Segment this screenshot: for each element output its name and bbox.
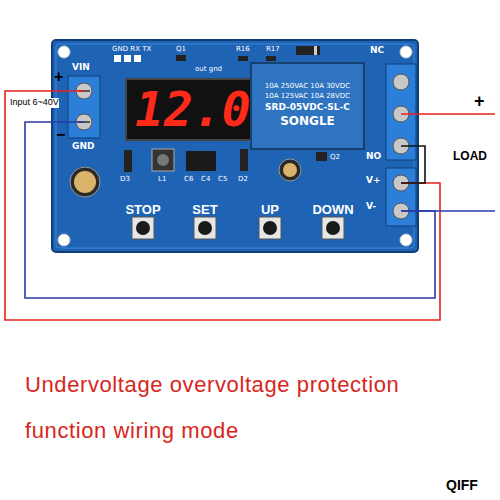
polarity-sign: +	[474, 92, 485, 112]
output-terminal-block	[386, 168, 416, 226]
pin-label: out gnd	[195, 66, 222, 74]
terminal-label: NO	[366, 152, 381, 162]
part-label: C4	[201, 176, 210, 184]
blue-wire	[25, 122, 435, 298]
part-label: Q2	[330, 154, 340, 162]
mounting-hole	[400, 46, 412, 58]
caption: Undervoltage overvoltage protection func…	[25, 362, 470, 454]
part-label: D2	[238, 176, 248, 184]
relay-rating: 10A 125VAC 10A 28VDC	[265, 92, 350, 101]
part-label: D3	[120, 176, 130, 184]
push-buttons	[132, 217, 344, 239]
mounting-hole	[58, 234, 70, 246]
diode-d2	[240, 149, 248, 171]
button-base	[322, 217, 344, 239]
led-display: 12.0	[125, 78, 261, 141]
terminal-screw	[393, 74, 409, 90]
button-cap	[198, 221, 212, 235]
button-label: UP	[261, 203, 279, 217]
pad	[124, 55, 131, 62]
terminal-label: GND	[72, 142, 94, 152]
input-note: Input 6~40V	[10, 98, 59, 108]
part-label: R16	[236, 46, 250, 54]
pad	[134, 55, 141, 62]
polarity-sign: −	[56, 126, 65, 144]
terminal-label: V-	[366, 202, 376, 212]
ic-chip	[186, 151, 216, 171]
resistor-r17	[266, 56, 276, 61]
load-label: LOAD	[453, 150, 487, 163]
relay-box: 10A 250VAC 10A 30VDC10A 125VAC 10A 28VDC…	[250, 62, 365, 150]
button-base	[259, 217, 281, 239]
pcb-board	[52, 40, 418, 252]
part-label: C6	[184, 176, 193, 184]
part-label: R17	[266, 46, 280, 54]
polarity-sign: +	[54, 68, 63, 86]
button-cap	[136, 221, 150, 235]
relay-rating: 10A 250VAC 10A 30VDC	[265, 82, 350, 91]
pin-label: GND RX TX	[112, 46, 151, 54]
jumper-wire	[401, 146, 425, 183]
inductor-core	[157, 154, 169, 166]
mounting-hole	[400, 234, 412, 246]
button-cap	[263, 221, 277, 235]
capacitor	[279, 159, 301, 181]
terminal-label: NC	[370, 46, 384, 56]
part-label: Q1	[176, 46, 186, 54]
inductor-l1	[152, 149, 174, 171]
red-wire	[401, 113, 495, 115]
blue-wire	[401, 210, 495, 212]
capacitor-top	[283, 163, 297, 177]
electrolytic-capacitor	[70, 167, 100, 197]
pcb-module: 12.010A 250VAC 10A 30VDC10A 125VAC 10A 2…	[52, 40, 418, 252]
diode	[296, 46, 320, 55]
button-base	[132, 217, 154, 239]
button-base	[194, 217, 216, 239]
mounting-hole	[58, 46, 70, 58]
transistor-q1	[176, 55, 186, 61]
relay-brand: SONGLE	[280, 113, 335, 129]
terminal-label: VIN	[72, 63, 90, 73]
transistor-q2	[316, 152, 327, 161]
part-label: C5	[218, 176, 227, 184]
resistor-r16	[238, 56, 248, 61]
relay-model: SRD-05VDC-SL-C	[265, 101, 350, 113]
button-cap	[326, 221, 340, 235]
terminal-block	[68, 76, 100, 138]
button-label: DOWN	[312, 203, 353, 217]
display-reading: 12.0	[135, 83, 251, 136]
diode-band	[314, 46, 317, 55]
capacitor-top	[74, 171, 96, 193]
part-label: L1	[158, 176, 166, 184]
diode-d3	[124, 150, 132, 172]
pcb-edge	[56, 44, 414, 248]
watermark: QIFF	[446, 478, 478, 493]
pad	[114, 55, 121, 62]
terminal-label: V+	[366, 176, 381, 186]
button-label: STOP	[125, 203, 160, 217]
button-label: SET	[192, 203, 217, 217]
